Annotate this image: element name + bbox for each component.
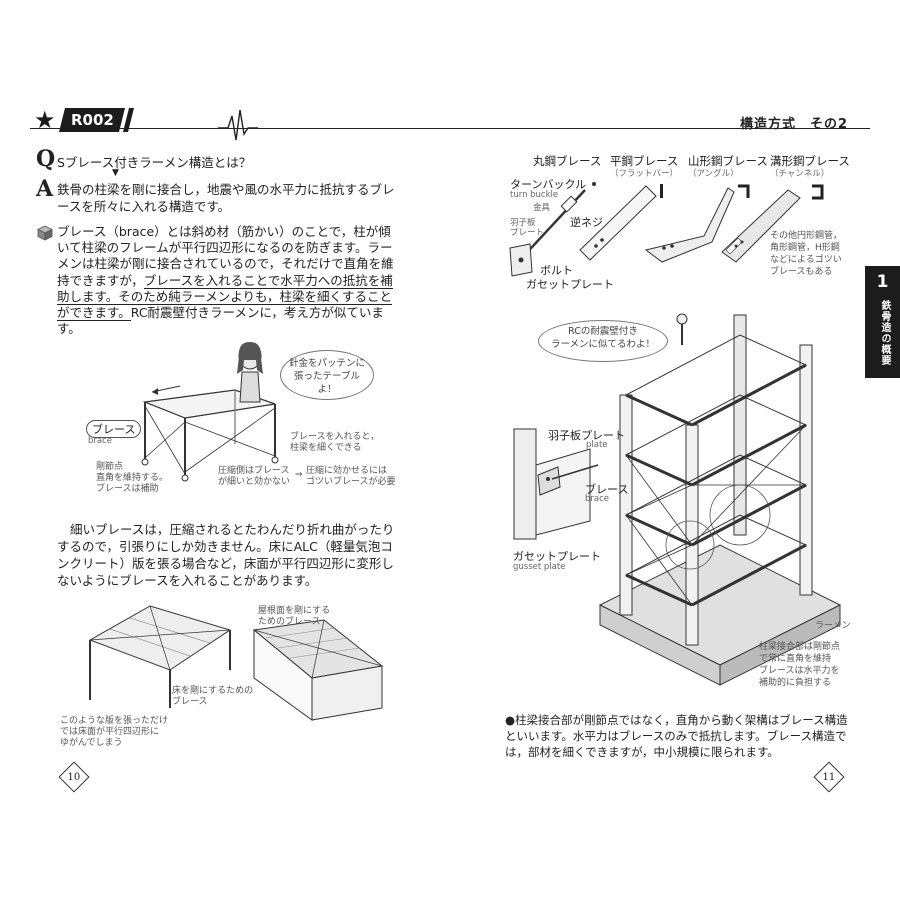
brace-type-round: 丸鋼ブレース <box>533 154 602 168</box>
paragraph-2: 細いブレースは，圧縮されるとたわんだり折れ曲がったりするので，引張りにしか効きま… <box>57 522 395 588</box>
brace-type-channel-sub: （チャンネル） <box>770 169 830 179</box>
brace-type-angle-sub: （アングル） <box>688 169 739 179</box>
brace-type-flat-sub: （フラットバー） <box>610 169 679 179</box>
explanation-underline1: ブレースを入れることで水平力への抵抗を補助します。 <box>57 272 393 305</box>
page-number-right: 11 <box>813 761 845 793</box>
gusset-plate-label: ガセットプレート <box>526 278 614 291</box>
explanation-underline2: そのため純ラーメンよりも，柱梁を細くすることができます。 <box>57 288 393 322</box>
header-rule <box>30 128 870 129</box>
chapter-number: 1 <box>876 272 889 292</box>
explanation-tail: RC耐震壁付きラーメンに，考え方が似ています。 <box>57 305 384 337</box>
reverse-screw-label: 逆ネジ <box>570 216 603 229</box>
a-letter: A <box>36 176 54 202</box>
building-gusset-en-label: gusset plate <box>513 562 566 572</box>
rahmen-label: ラーメン <box>815 621 851 631</box>
code-badge: R002 <box>59 108 125 132</box>
explanation-text: ブレース（brace）とは斜め材（筋かい）のことで，柱が傾いて柱梁のフレームが平… <box>57 224 397 337</box>
section-title: 構造方式 その2 <box>739 117 848 132</box>
floor-rigid-brace-note: 床を剛にするための ブレース <box>172 686 254 707</box>
flat-bar-brace-illustration <box>579 184 663 261</box>
compression-note: 圧縮側はブレース が細いと効かない <box>218 466 291 487</box>
bullet-text: 柱梁接合部が剛節点ではなく，直角から動く架構はブレース構造といいます。水平力はブ… <box>505 713 848 759</box>
pulse-icon <box>218 109 258 141</box>
chapter-tab: 1 鉄骨造の概要 <box>865 266 900 378</box>
bolt-label: ボルト <box>540 264 573 277</box>
hagoita-plate-label: 羽子板プレート <box>548 429 625 442</box>
thin-members-note: ブレースを入れると， 柱梁を細くできる <box>290 432 380 453</box>
floor-warp-note: このような版を張っただけ では床面が平行四辺形に ゆがんでしまう <box>60 716 169 748</box>
hardware-label: 金具 <box>533 203 551 213</box>
bullet-paragraph: ●柱梁接合部が剛節点ではなく，直角から動く架構はブレース構造といいます。水平力は… <box>505 712 850 760</box>
answer-text: 鉄骨の柱梁を剛に接合し，地震や風の水平力に抵抗するブレースを所々に入れる構造です… <box>57 182 395 214</box>
implies-arrow: ⇒ <box>295 470 303 480</box>
bullet-icon: ● <box>505 713 516 727</box>
speech-bubble-table: 針金をパッテンに張ったテーブルよ！ <box>280 350 374 400</box>
column-joint-detail-illustration <box>513 428 599 540</box>
joint-note: 柱梁接合部は剛節点 で常に直角を維持 ブレースは水平力を 補助的に負担する <box>759 642 841 688</box>
q-letter: Q <box>36 146 56 172</box>
round-bar-brace-illustration <box>509 182 596 277</box>
down-arrow-icon: ▼ <box>112 168 119 178</box>
question-text: Sブレース付きラーメン構造とは？ <box>57 155 252 170</box>
cube-icon <box>37 225 53 241</box>
speech-bubble-building: RCの耐震壁付き ラーメンに似てるわよ！ <box>538 320 668 362</box>
brace-label: ブレース <box>86 420 142 438</box>
rigid-joint-note: 剛節点 直角を維持する。 ブレースは補助 <box>96 462 169 494</box>
angle-brace-illustration <box>644 184 750 263</box>
chapter-title: 鉄骨造の概要 <box>879 300 890 366</box>
explanation-part1: ブレース（brace）とは斜め材（筋かい）のことで，柱が傾いて柱梁のフレームが平… <box>57 224 394 288</box>
girl-illustration <box>237 342 263 403</box>
turnbuckle-en-label: turn buckle <box>510 190 559 200</box>
building-gusset-label: ガセットプレート <box>513 550 601 563</box>
hagoita-plate-en-label: plate <box>586 440 608 450</box>
brace-type-flat: 平鋼ブレース <box>610 154 679 168</box>
building-brace-label: ブレース <box>585 483 629 496</box>
building-brace-en-label: brace <box>585 494 610 504</box>
other-brace-note: その他円形鋼管， 角形鋼管，H形鋼 などによるゴツい ブレースもある <box>770 231 843 277</box>
roof-rigid-brace-note: 屋根面を剛にする ためのブレース <box>258 606 331 627</box>
channel-brace-illustration <box>721 184 824 263</box>
steel-frame-building-illustration <box>598 313 842 686</box>
hagoita-small-label: 羽子板 プレート <box>510 218 545 238</box>
brace-type-channel: 溝形鋼ブレース <box>770 154 850 168</box>
turnbuckle-label: ターンバックル <box>510 178 587 191</box>
page-number-left: 10 <box>58 761 90 793</box>
star-icon: ★ <box>34 106 56 134</box>
brace-en-label: brace <box>88 436 113 446</box>
compression-result-note: 圧縮に効かせるには ゴツいブレースが必要 <box>306 466 396 487</box>
roof-brace-illustration <box>252 619 384 721</box>
floor-brace-illustration <box>88 605 232 708</box>
brace-type-angle: 山形鋼ブレース <box>688 154 768 168</box>
